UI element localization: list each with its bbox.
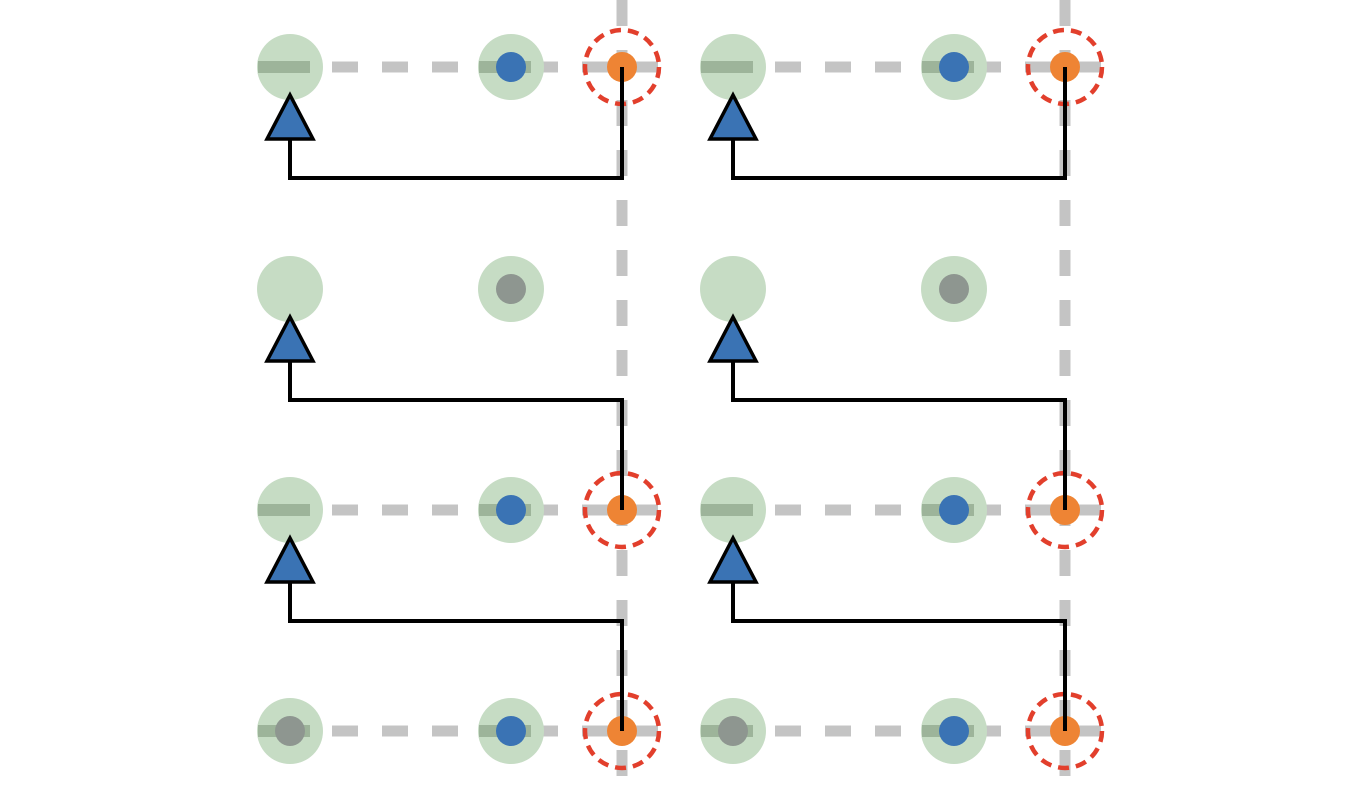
panel-left-arrow-0-path bbox=[288, 67, 624, 180]
panel-left-row-0-blue-dot bbox=[496, 52, 526, 82]
panel-right-row-0-blue-dot bbox=[939, 52, 969, 82]
node-dots bbox=[275, 52, 1080, 746]
panel-right-row-2-target-ring bbox=[1025, 470, 1105, 550]
panel-left-row-2-halo-bar-0 bbox=[258, 504, 310, 516]
panel-left-row-2-target-ring bbox=[582, 470, 662, 550]
panel-right-row-3-gray-dot bbox=[718, 716, 748, 746]
panel-left-row-3-blue-dot bbox=[496, 716, 526, 746]
panel-right-arrow-2-up-triangle-icon bbox=[707, 534, 759, 584]
panel-right-row-0-halo-bar-0 bbox=[701, 61, 753, 73]
panel-left-arrow-1-path bbox=[288, 361, 624, 510]
panel-right-arrow-1-up-triangle-icon bbox=[707, 313, 759, 363]
panel-right-row-2-halo-bar-0 bbox=[701, 504, 753, 516]
panel-right-row-2-blue-dot bbox=[939, 495, 969, 525]
panel-left-row-1-gray-dot bbox=[496, 274, 526, 304]
panel-right-row-3-target-ring bbox=[1025, 691, 1105, 771]
panel-left-row-3-gray-dot bbox=[275, 716, 305, 746]
panel-left-arrow-1-up-triangle-icon bbox=[264, 313, 316, 363]
panel-right-arrow-1-path bbox=[731, 361, 1067, 510]
panel-left-arrow-2-up-triangle-icon bbox=[264, 534, 316, 584]
panel-left-arrow-0-up-triangle-icon bbox=[264, 91, 316, 141]
panel-right-arrow-0-path bbox=[731, 67, 1067, 180]
panel-left-row-3-target-ring bbox=[582, 691, 662, 771]
panel-left-arrow-2-path bbox=[288, 582, 624, 731]
target-rings bbox=[582, 27, 1105, 771]
panel-left-row-2-blue-dot bbox=[496, 495, 526, 525]
panel-right-row-1-gray-dot bbox=[939, 274, 969, 304]
panel-left-row-0-halo-bar-0 bbox=[258, 61, 310, 73]
arrows bbox=[264, 67, 1067, 731]
panel-left-row-1-halo-0 bbox=[257, 256, 323, 322]
panel-right-arrow-2-path bbox=[731, 582, 1067, 731]
panel-right-arrow-0-up-triangle-icon bbox=[707, 91, 759, 141]
panel-right-row-1-halo-0 bbox=[700, 256, 766, 322]
panel-right-row-3-blue-dot bbox=[939, 716, 969, 746]
